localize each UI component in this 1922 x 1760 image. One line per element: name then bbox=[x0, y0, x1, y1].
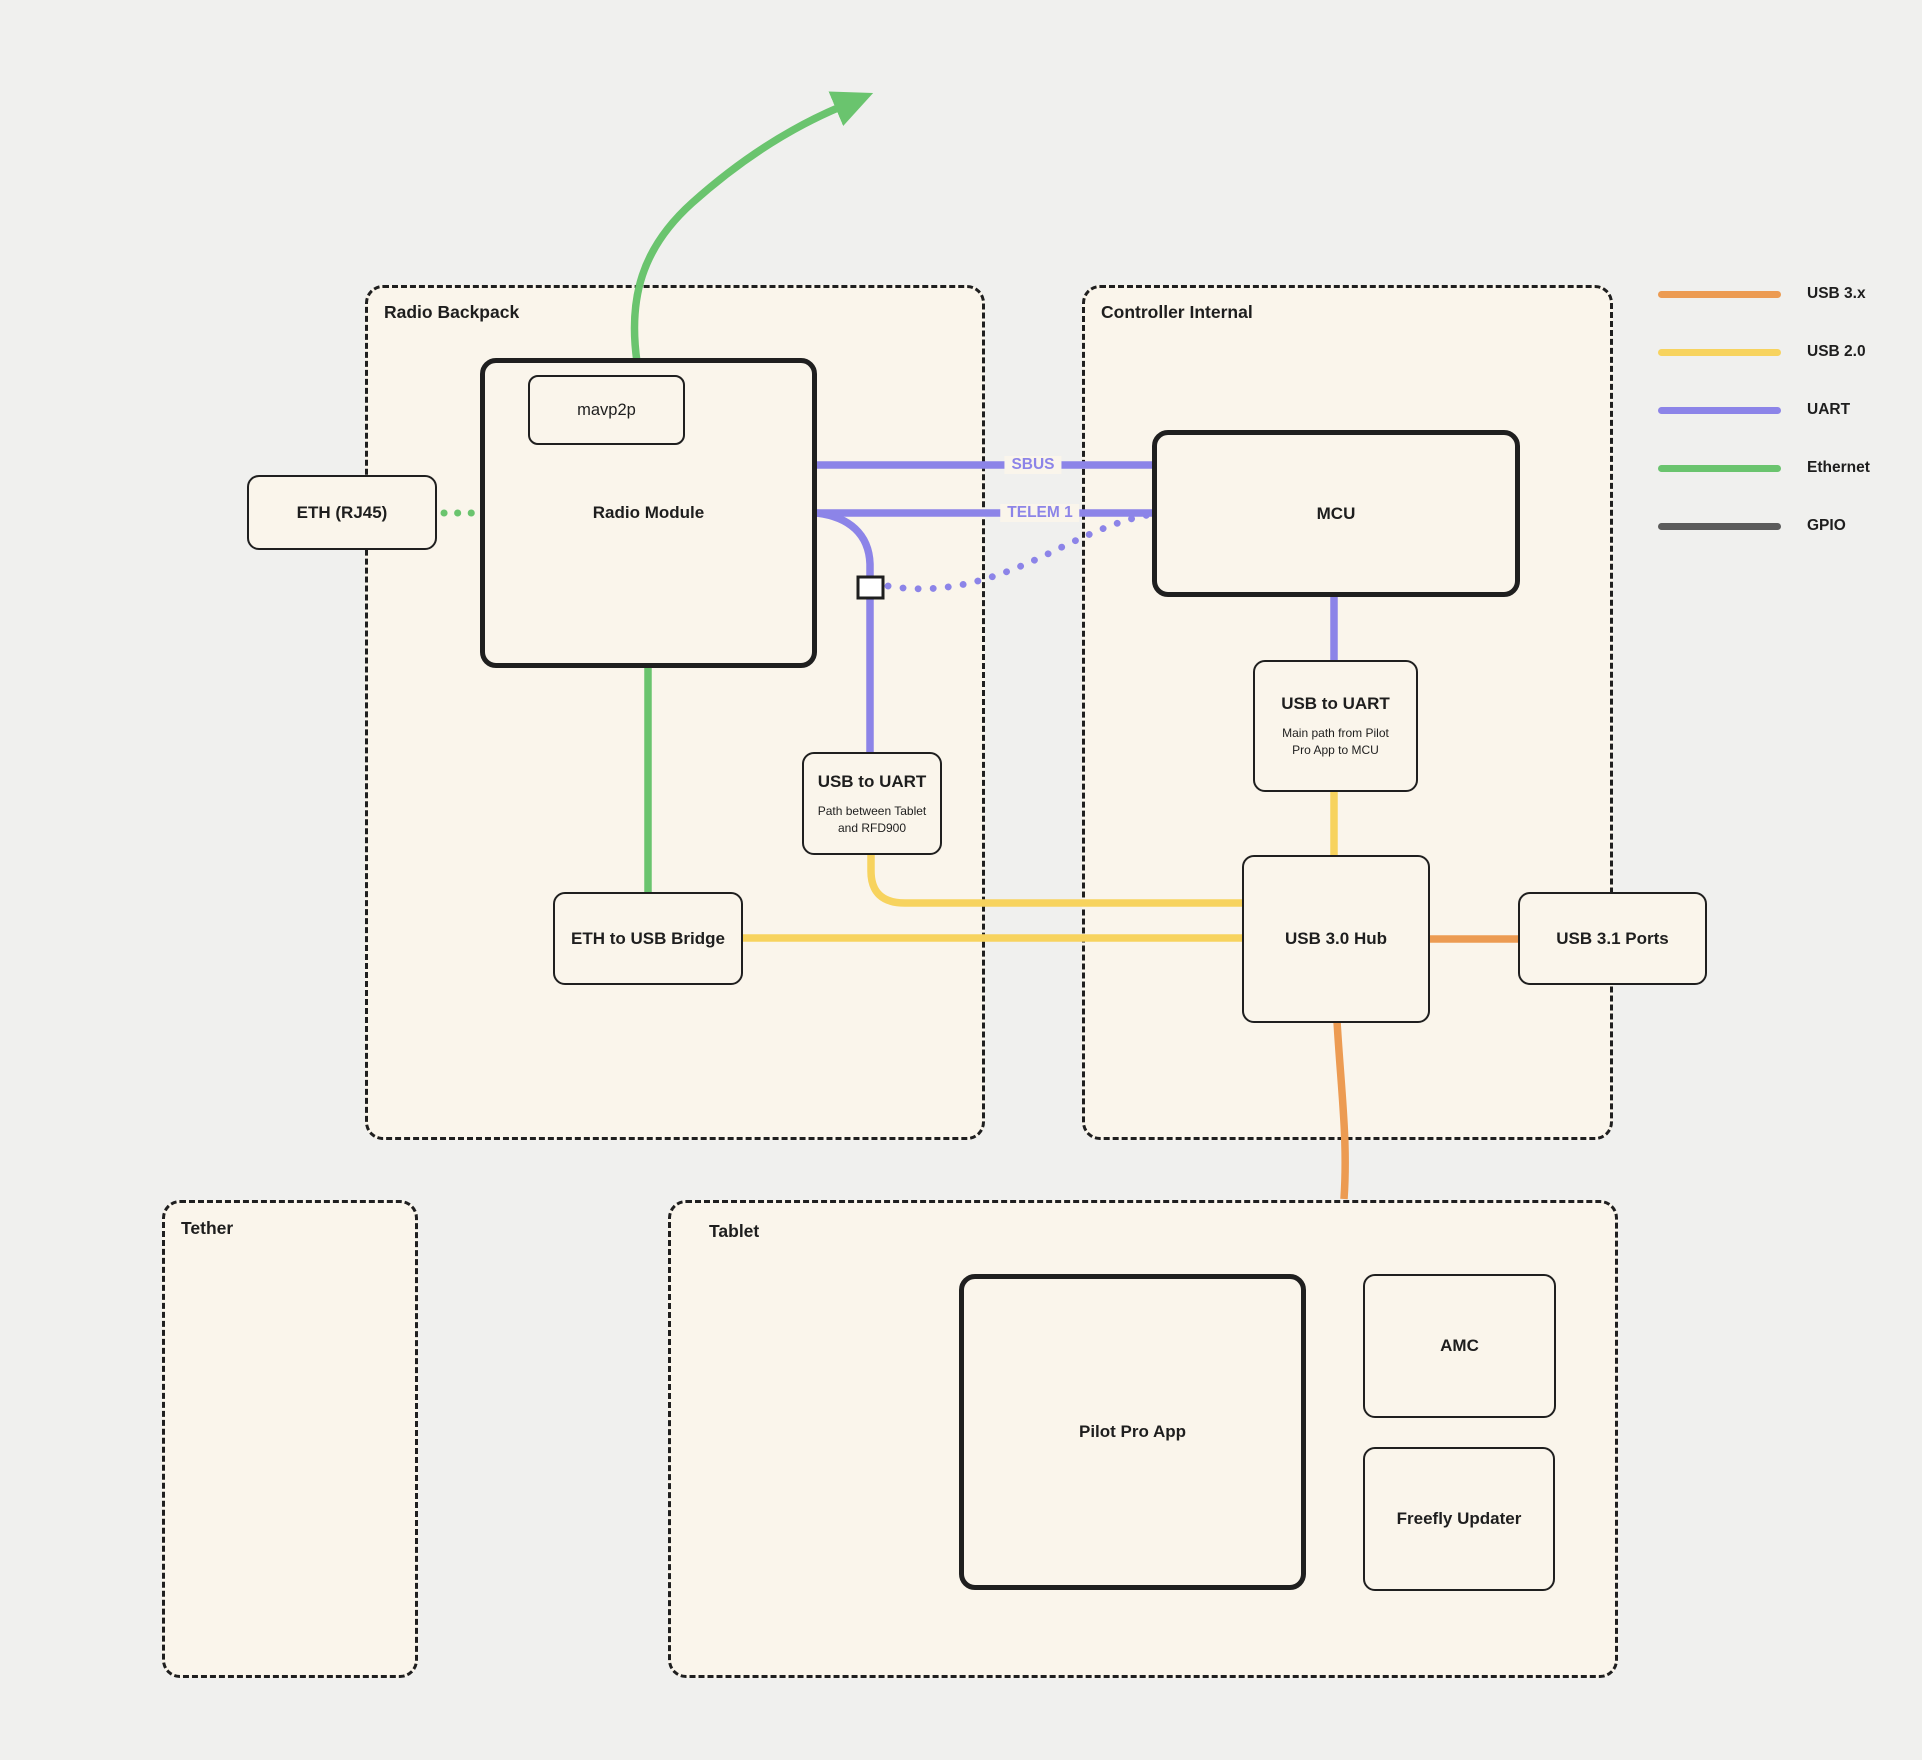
usb-to-uart-radio-note: Path between Tablet and RFD900 bbox=[817, 803, 927, 835]
amc-node: AMC bbox=[1363, 1274, 1556, 1418]
controller-internal-label: Controller Internal bbox=[1101, 302, 1253, 322]
gpio-legend-label: GPIO bbox=[1807, 517, 1846, 534]
legend-row-uart: UART bbox=[1658, 401, 1922, 419]
usb-to-uart-radio-node: USB to UART Path between Tablet and RFD9… bbox=[802, 752, 942, 855]
gpio-swatch bbox=[1658, 522, 1781, 530]
mcu-label: MCU bbox=[1316, 503, 1356, 523]
eth-usb-bridge-label: ETH to USB Bridge bbox=[571, 928, 725, 948]
usb-to-uart-controller-node: USB to UART Main path from Pilot Pro App… bbox=[1253, 660, 1418, 792]
tether-label: Tether bbox=[181, 1218, 234, 1238]
usb3-hub-label: USB 3.0 Hub bbox=[1284, 929, 1388, 949]
legend-row-gpio: GPIO bbox=[1658, 517, 1922, 535]
pilot-pro-app-label: Pilot Pro App bbox=[1078, 1422, 1187, 1442]
eth-rj45-node: ETH (RJ45) bbox=[247, 475, 437, 550]
mavp2p-label: mavp2p bbox=[577, 400, 636, 419]
usb31-ports-node: USB 3.1 Ports bbox=[1518, 892, 1707, 985]
ethernet-legend-label: Ethernet bbox=[1807, 459, 1870, 476]
radio-backpack-label: Radio Backpack bbox=[384, 302, 520, 322]
eth-rj45-label: ETH (RJ45) bbox=[296, 502, 388, 522]
usb20-legend-label: USB 2.0 bbox=[1807, 343, 1866, 360]
uart-legend-label: UART bbox=[1807, 401, 1851, 418]
amc-label: AMC bbox=[1440, 1336, 1479, 1356]
uart-swatch bbox=[1658, 406, 1781, 414]
eth-usb-bridge-node: ETH to USB Bridge bbox=[553, 892, 743, 985]
usb-to-uart-controller-label: USB to UART bbox=[1281, 694, 1390, 714]
usb-to-uart-controller-note: Main path from Pilot Pro App to MCU bbox=[1282, 726, 1389, 758]
legend-row-ethernet: Ethernet bbox=[1658, 459, 1922, 477]
legend-row-usb20: USB 2.0 bbox=[1658, 343, 1922, 361]
pilot-pro-app-node: Pilot Pro App bbox=[959, 1274, 1306, 1590]
tether-container bbox=[162, 1200, 418, 1678]
sbus-wire-label: SBUS bbox=[1004, 456, 1062, 474]
ethernet-swatch bbox=[1658, 464, 1781, 472]
freefly-updater-node: Freefly Updater bbox=[1363, 1447, 1555, 1591]
mcu-node: MCU bbox=[1152, 430, 1520, 597]
radio-module-label: Radio Module bbox=[592, 503, 705, 523]
legend-row-usb3x: USB 3.x bbox=[1658, 285, 1922, 303]
mavp2p-node: mavp2p bbox=[528, 375, 685, 445]
tablet-label: Tablet bbox=[709, 1221, 760, 1241]
freefly-updater-label: Freefly Updater bbox=[1396, 1509, 1522, 1529]
telem1-wire-label: TELEM 1 bbox=[1000, 504, 1080, 522]
usb3x-swatch bbox=[1658, 290, 1781, 298]
usb31-ports-label: USB 3.1 Ports bbox=[1556, 928, 1669, 948]
usb20-swatch bbox=[1658, 348, 1781, 356]
usb3-hub-node: USB 3.0 Hub bbox=[1242, 855, 1430, 1023]
usb-to-uart-radio-label: USB to UART bbox=[817, 771, 927, 791]
usb3x-legend-label: USB 3.x bbox=[1807, 285, 1866, 302]
